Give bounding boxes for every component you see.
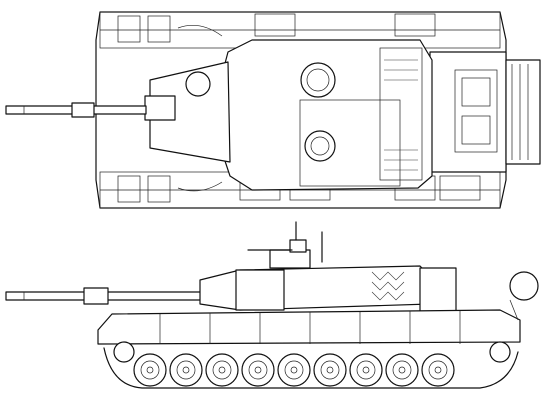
top-engine-deck: [429, 51, 541, 173]
road-wheel: [169, 353, 203, 387]
top-turret: [144, 39, 433, 191]
road-wheel: [133, 353, 167, 387]
road-wheel: [205, 353, 239, 387]
road-wheel: [313, 353, 347, 387]
tank-side-view: [5, 221, 539, 389]
side-road-wheels: [133, 353, 455, 387]
road-wheel: [349, 353, 383, 387]
road-wheel: [277, 353, 311, 387]
side-cupola: [269, 249, 311, 269]
side-running-gear: [103, 341, 519, 389]
top-loader-hatch: [304, 130, 336, 162]
side-gun-barrel: [5, 287, 207, 305]
road-wheel: [421, 353, 455, 387]
side-turret: [199, 221, 457, 313]
top-commander-hatch: [300, 62, 336, 98]
tank-top-view: [5, 11, 541, 209]
side-hull: [97, 271, 539, 345]
top-gun-barrel: [5, 102, 147, 118]
road-wheel: [241, 353, 275, 387]
road-wheel: [385, 353, 419, 387]
